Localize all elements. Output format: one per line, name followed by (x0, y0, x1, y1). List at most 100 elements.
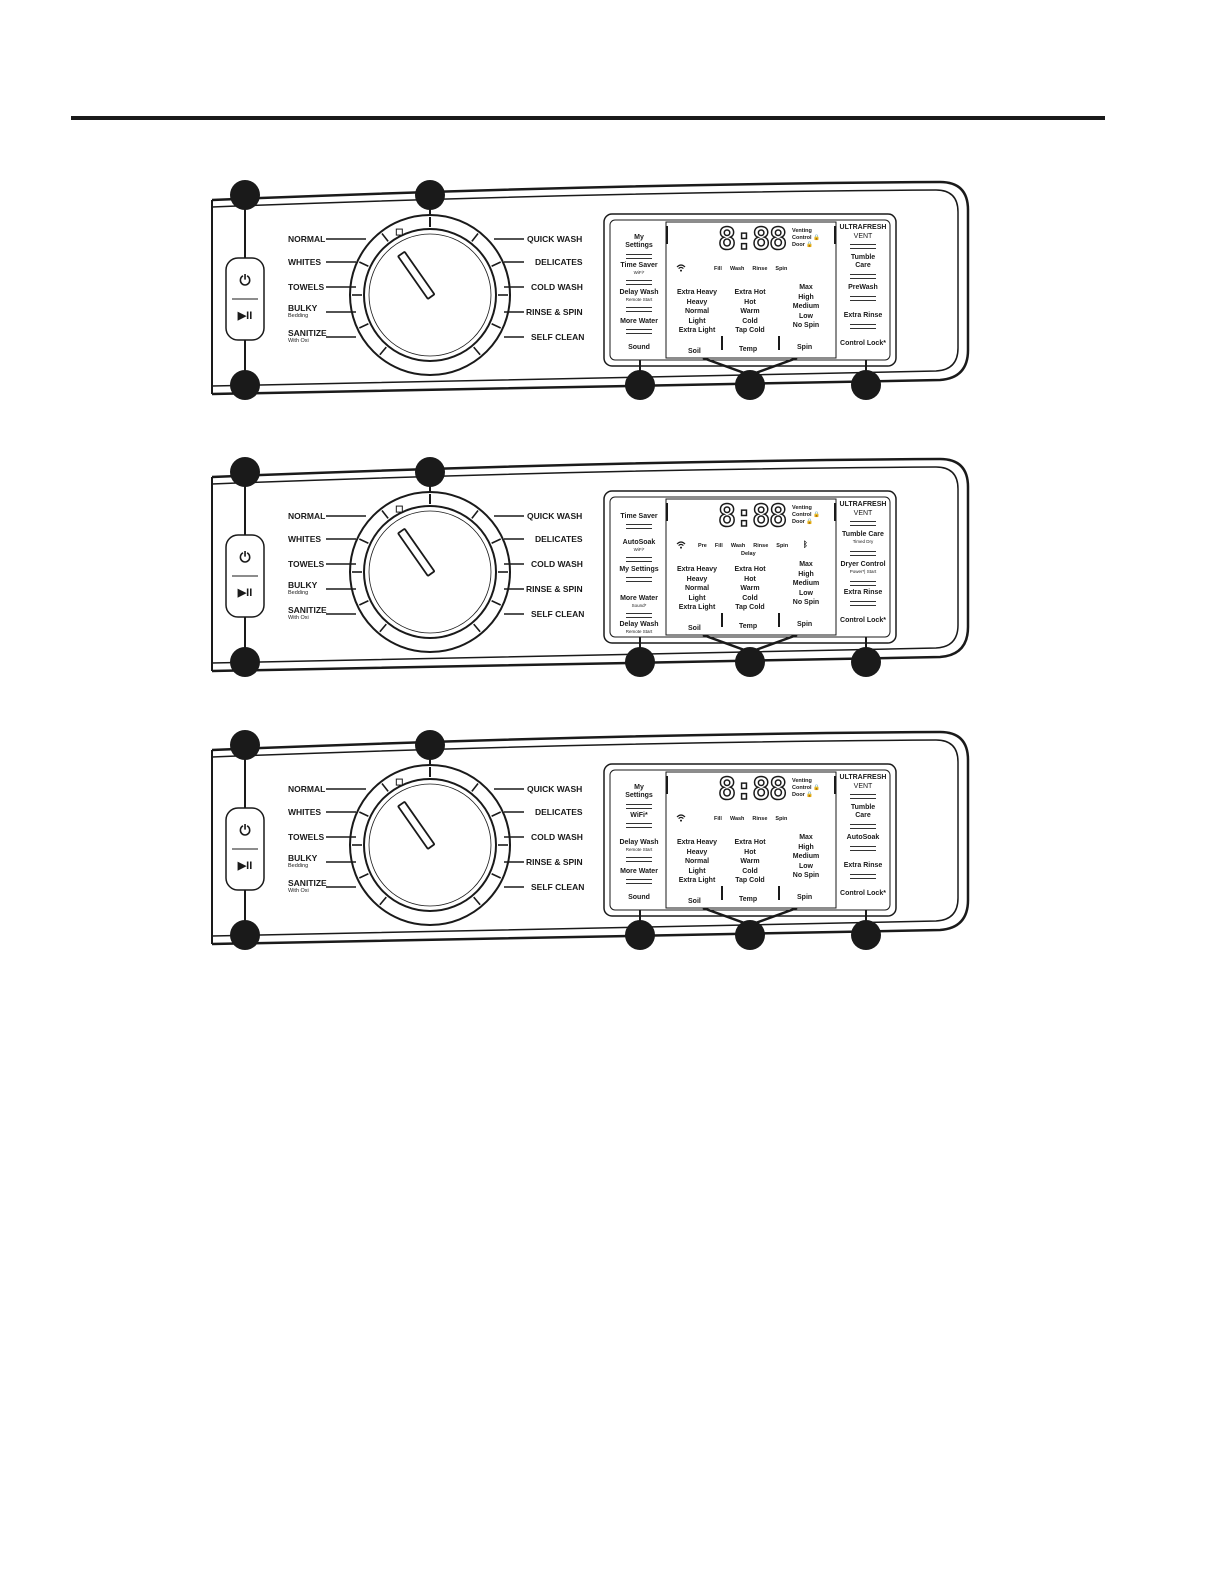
status-indicator: Control 🔒 (792, 785, 820, 791)
option-button-my-settings[interactable]: My Settings (612, 784, 666, 800)
option-button-wifi-[interactable]: WiFi* (612, 812, 666, 820)
power-icon[interactable]: ⏻ (239, 549, 251, 565)
cycle-label-self-clean[interactable]: SELF CLEAN (531, 609, 585, 619)
selector-button-spin[interactable]: Spin (797, 344, 813, 351)
power-icon[interactable]: ⏻ (239, 272, 251, 288)
option-indicator-bar (626, 577, 652, 582)
power-icon[interactable]: ⏻ (239, 822, 251, 838)
level-option: Extra Heavy (676, 566, 718, 573)
selector-button-spin[interactable]: Spin (797, 621, 813, 628)
cycle-label-whites[interactable]: WHITES (288, 534, 321, 544)
display-window (665, 771, 837, 909)
selector-button-spin[interactable]: Spin (797, 894, 813, 901)
cycle-label-towels[interactable]: TOWELS (288, 559, 324, 569)
cycle-label-rinse-spin[interactable]: RINSE & SPIN (526, 307, 583, 317)
level-option: Heavy (686, 848, 708, 856)
option-button-control-lock-[interactable]: Control Lock* (836, 890, 890, 898)
selector-button-soil[interactable]: Soil (688, 625, 701, 632)
option-button-sound[interactable]: Sound (612, 344, 666, 352)
play-pause-icon[interactable]: ▶II (237, 310, 253, 322)
cycle-label-delicates[interactable]: DELICATES (535, 534, 583, 544)
option-button-time-saver[interactable]: Time Saver (612, 513, 666, 521)
cycle-label-cold-wash[interactable]: COLD WASH (531, 559, 583, 569)
selector-button-temp[interactable]: Temp (739, 896, 758, 903)
cycle-label-cold-wash[interactable]: COLD WASH (531, 832, 583, 842)
option-button-extra-rinse[interactable]: Extra Rinse (836, 312, 890, 320)
option-button-my-settings[interactable]: My Settings (612, 566, 666, 574)
option-button-my-settings[interactable]: My Settings (612, 234, 666, 250)
option-indicator-bar (850, 244, 876, 249)
cycle-label-rinse-spin[interactable]: RINSE & SPIN (526, 584, 583, 594)
callout-bubble (415, 730, 445, 760)
level-option: Tap Cold (735, 877, 765, 884)
cycle-label-self-clean[interactable]: SELF CLEAN (531, 332, 585, 342)
dial-tick (379, 623, 387, 633)
cycle-label-quick-wash[interactable]: QUICK WASH (527, 511, 583, 521)
option-button-extra-rinse[interactable]: Extra Rinse (836, 589, 890, 597)
option-button-more-water[interactable]: More Water (612, 318, 666, 326)
dial-tick (473, 896, 481, 906)
cycle-label-cold-wash[interactable]: COLD WASH (531, 282, 583, 292)
cycle-label-text: WHITES (288, 807, 322, 817)
option-sublabel: VENT (853, 783, 873, 790)
cycle-label-quick-wash[interactable]: QUICK WASH (527, 234, 583, 244)
level-option: Extra Hot (734, 289, 766, 296)
option-button-more-water[interactable]: More Water (612, 868, 666, 876)
cycle-label-text: SANITIZE (288, 605, 327, 615)
option-button-autosoak[interactable]: AutoSoak (836, 834, 890, 842)
cycle-label-self-clean[interactable]: SELF CLEAN (531, 882, 585, 892)
option-label: WiFi* (630, 812, 648, 819)
selector-button-temp[interactable]: Temp (739, 623, 758, 630)
cycle-label-rinse-spin[interactable]: RINSE & SPIN (526, 857, 583, 867)
option-button-control-lock-[interactable]: Control Lock* (836, 340, 890, 348)
selector-button-soil[interactable]: Soil (688, 898, 701, 905)
option-button-tumble-care[interactable]: Tumble Care (836, 254, 890, 270)
control-frame-inner (609, 769, 891, 911)
option-sublabel: Power*| Start (849, 569, 877, 574)
play-pause-icon[interactable]: ▶II (237, 860, 253, 872)
cycle-label-normal[interactable]: NORMAL (288, 784, 325, 794)
option-button-prewash[interactable]: PreWash (836, 284, 890, 292)
play-pause-icon[interactable]: ▶II (237, 587, 253, 599)
cycle-label-normal[interactable]: NORMAL (288, 511, 325, 521)
selector-button-soil[interactable]: Soil (688, 348, 701, 355)
selector-button-temp[interactable]: Temp (739, 346, 758, 353)
option-button-tumble-care[interactable]: Tumble Care (836, 804, 890, 820)
cycle-label-normal[interactable]: NORMAL (288, 234, 325, 244)
cycle-label-quick-wash[interactable]: QUICK WASH (527, 784, 583, 794)
cycle-label-whites[interactable]: WHITES (288, 257, 321, 267)
dial-tick (491, 811, 502, 817)
control-frame-outer (603, 490, 897, 644)
option-sublabel: Remote Start (625, 629, 653, 634)
cycle-label-whites[interactable]: WHITES (288, 807, 321, 817)
cycle-label-delicates[interactable]: DELICATES (535, 807, 583, 817)
callout-bubble (625, 370, 655, 400)
option-button-sound[interactable]: Sound (612, 894, 666, 902)
cycle-label-towels[interactable]: TOWELS (288, 832, 324, 842)
cycle-label-towels[interactable]: TOWELS (288, 282, 324, 292)
level-option: Extra Hot (734, 566, 766, 573)
option-button-control-lock-[interactable]: Control Lock* (836, 617, 890, 625)
option-button-extra-rinse[interactable]: Extra Rinse (836, 862, 890, 870)
console-outline (211, 180, 970, 396)
cycle-label-delicates[interactable]: DELICATES (535, 257, 583, 267)
